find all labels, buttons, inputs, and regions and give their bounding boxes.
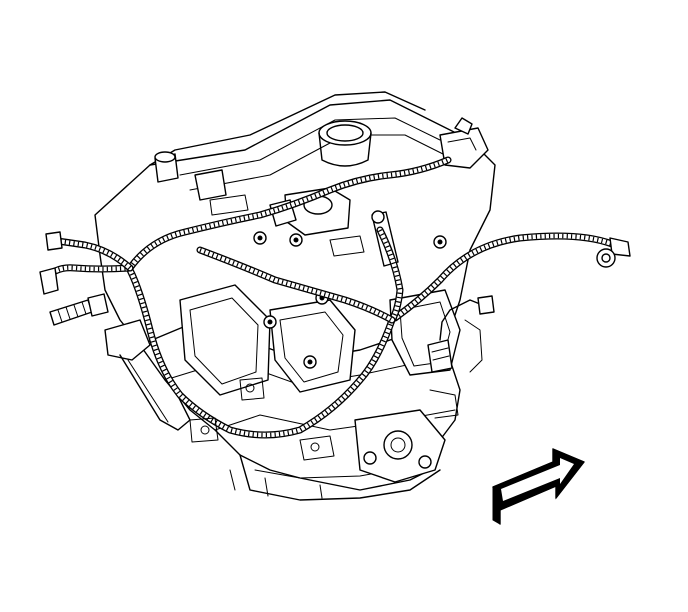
sensor-connector (427, 295, 495, 373)
left-stud-bolt (49, 293, 109, 326)
arrow-right-icon (492, 448, 585, 525)
engine-block (94, 91, 496, 501)
engine-detail-lines (189, 194, 483, 499)
wiring-harness (39, 156, 631, 439)
